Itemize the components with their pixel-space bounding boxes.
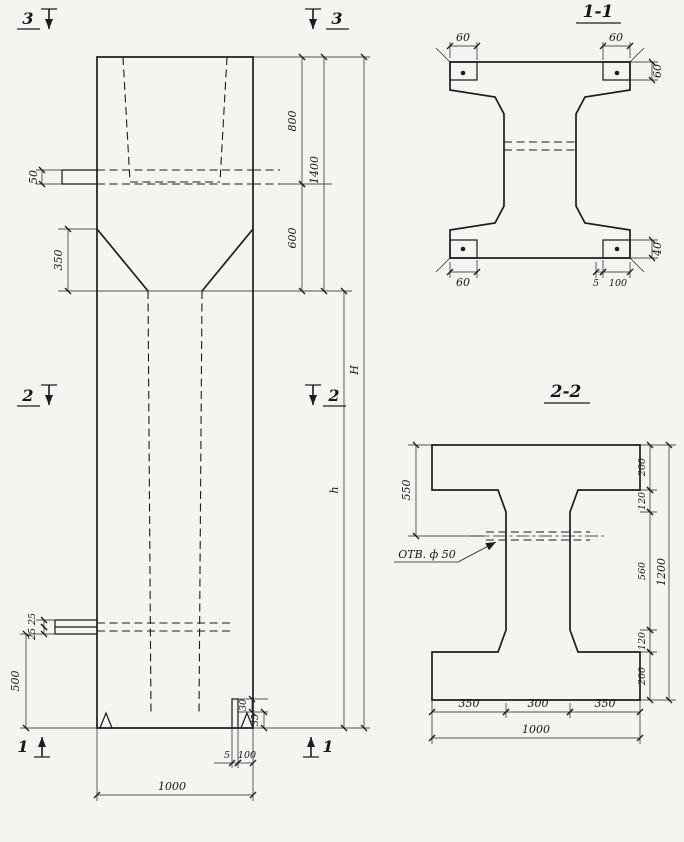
dim-30: 30 (238, 699, 249, 711)
hole-stubs-left (54, 619, 97, 635)
base-strip-right (231, 698, 239, 728)
embed-plate-bottom-left (449, 239, 478, 259)
dim-25a: 25 (27, 613, 38, 626)
bolt-dot (614, 70, 620, 76)
elevation-view: 50 350 800 600 1400 h H 25 25 500 30 35 … (9, 8, 370, 801)
dim-350-left: 350 (459, 697, 480, 710)
dim-40: 40 (651, 242, 664, 257)
section-2-2-view: 2-2 ОТВ. ф 50 550 200 120 560 120 200 12… (394, 382, 676, 744)
column-outline (96, 56, 254, 729)
dim-600: 600 (286, 228, 299, 249)
bolt-dot (460, 246, 466, 252)
dim-60-top-left: 60 (456, 31, 470, 44)
dim-5: 5 (593, 278, 599, 289)
web-hole-hidden-lines (504, 141, 576, 151)
embed-plate-bottom-right (602, 239, 631, 259)
corner-diagonal-lines (435, 47, 645, 273)
dim-350-right: 350 (595, 697, 616, 710)
marker-label-2: 2 (21, 386, 33, 405)
dim-1400: 1400 (308, 156, 321, 184)
dim-h: h (328, 486, 341, 493)
dim-200-bottom: 200 (637, 667, 648, 686)
hole-leader-arrow-icon (457, 541, 497, 563)
dim-50: 50 (27, 170, 40, 184)
i-section-outline (431, 444, 641, 701)
dim-350: 350 (52, 250, 65, 271)
dim-H: H (348, 365, 361, 376)
section-marker-3-right: 3 (305, 8, 349, 30)
dim-120-top: 120 (637, 492, 648, 510)
dim-300: 300 (528, 697, 549, 710)
corbel-left (61, 169, 97, 185)
hole-label: ОТВ. ф 50 (398, 548, 456, 561)
section-1-1-view: 1-1 60 60 60 60 5 100 40 (435, 2, 664, 289)
extension-lines (449, 42, 658, 278)
section-1-1-title: 1-1 (583, 2, 614, 22)
marker-label-2: 2 (327, 386, 339, 405)
embed-plate-top-right (602, 61, 631, 81)
i-section-outline (449, 61, 631, 259)
marker-label-3: 3 (331, 9, 342, 28)
hole-hidden-lines (97, 622, 232, 632)
hidden-socket-lines (122, 56, 228, 183)
embed-plate-top-left (449, 61, 478, 81)
taper-lines (96, 228, 254, 292)
dim-35: 35 (250, 714, 261, 726)
dim-100: 100 (238, 750, 256, 761)
section-marker-2-right: 2 (305, 384, 346, 407)
dim-60-top-right: 60 (609, 31, 623, 44)
corbel-hidden-lines (97, 169, 280, 185)
dim-60-right: 60 (651, 64, 664, 78)
dim-60-bottom-left: 60 (456, 276, 470, 289)
bolt-dot (614, 246, 620, 252)
marker-label-3: 3 (22, 9, 33, 28)
bolt-dot (460, 70, 466, 76)
dim-200-top: 200 (637, 458, 648, 477)
dim-25b: 25 (27, 628, 38, 641)
hidden-shaft-lines (147, 290, 203, 716)
dim-120-bottom: 120 (637, 632, 648, 650)
marker-label-1: 1 (322, 737, 333, 756)
dim-800: 800 (286, 111, 299, 132)
section-marker-1-left: 1 (17, 737, 50, 758)
section-2-2-title: 2-2 (550, 382, 582, 402)
dim-1200: 1200 (655, 558, 668, 586)
marker-label-1: 1 (17, 737, 28, 756)
dim-5: 5 (224, 750, 230, 761)
dim-500: 500 (9, 671, 22, 692)
dim-550: 550 (400, 480, 413, 501)
dim-100: 100 (609, 278, 627, 289)
base-wedge-marks (99, 711, 254, 729)
section-marker-1-right: 1 (303, 737, 334, 758)
dim-1000: 1000 (158, 780, 186, 793)
section-marker-2-left: 2 (17, 384, 57, 407)
section-marker-3-left: 3 (17, 8, 57, 30)
web-hole-hidden-lines (486, 531, 590, 541)
dim-1000: 1000 (522, 723, 550, 736)
dim-560: 560 (637, 562, 648, 580)
